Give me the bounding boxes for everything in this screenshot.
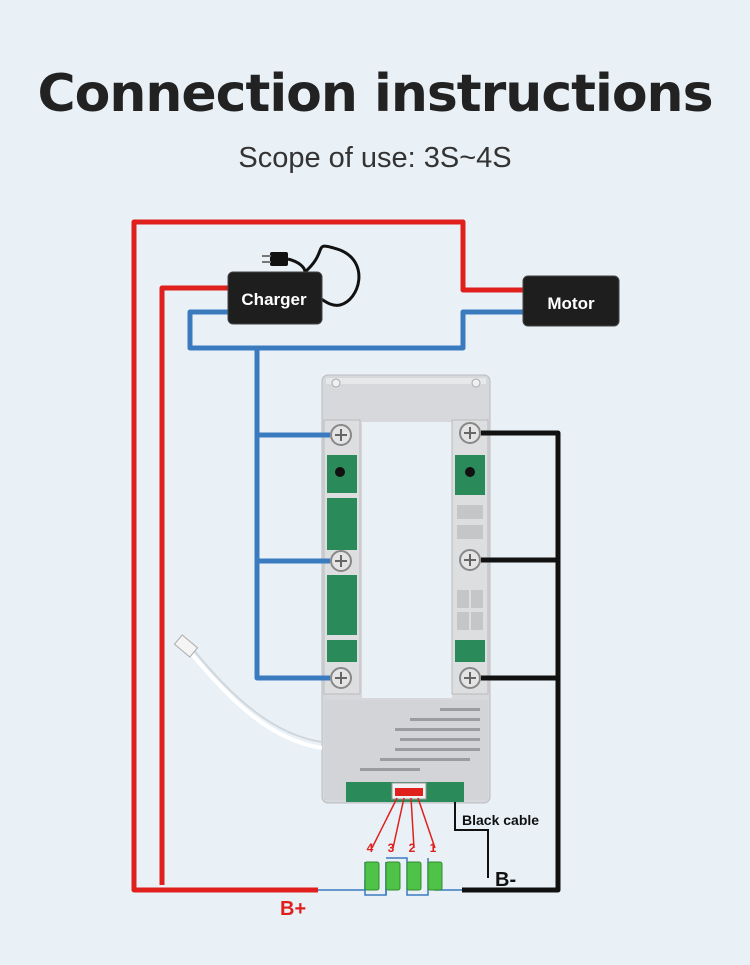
screw-terminal: [330, 667, 352, 689]
page-title: Connection instructions: [37, 64, 713, 124]
pcb-patch: [327, 575, 357, 635]
black-cable-label: Black cable: [462, 812, 539, 828]
battery-cell: [406, 861, 422, 891]
charger-box: Charger: [227, 271, 323, 325]
screw-terminal: [330, 424, 352, 446]
pin-label: 4: [367, 841, 374, 855]
pin-label: 3: [388, 841, 395, 855]
screw-terminal: [459, 667, 481, 689]
pcb-patch: [327, 640, 357, 662]
pcb-patch: [327, 498, 357, 550]
screw-terminal: [459, 422, 481, 444]
battery-cell: [427, 861, 443, 891]
balance-wires: [371, 797, 436, 849]
b-minus-label: B-: [495, 869, 516, 891]
pin-label: 1: [430, 841, 437, 855]
pin-label: 2: [409, 841, 416, 855]
blue-wire: [187, 309, 528, 681]
battery-cell: [385, 861, 401, 891]
motor-box: Motor: [522, 275, 620, 327]
black-cable-lead: [454, 802, 489, 878]
charger-label: Charger: [241, 290, 307, 309]
terminal-screws: [330, 422, 481, 689]
charger-plug: [262, 244, 361, 307]
motor-label: Motor: [547, 294, 595, 313]
pcb-patch: [455, 640, 485, 662]
battery-cell: [364, 861, 380, 891]
red-wire: [131, 219, 528, 893]
page-subtitle: Scope of use: 3S~4S: [238, 142, 512, 174]
battery-pack: [318, 857, 462, 896]
screw-terminal: [330, 550, 352, 572]
b-plus-label: B+: [280, 898, 306, 920]
black-wire: [462, 430, 561, 893]
screw-terminal: [459, 549, 481, 571]
temperature-probe: [173, 634, 323, 750]
